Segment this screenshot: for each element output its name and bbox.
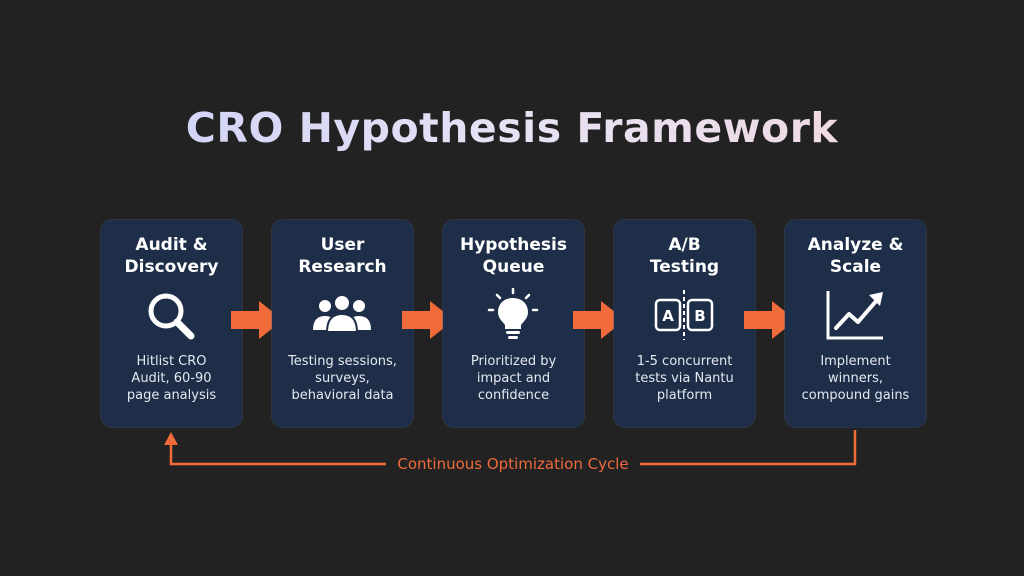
step-title: User Research	[298, 235, 387, 277]
arrow-right-icon	[400, 300, 456, 340]
growth-chart-icon	[825, 288, 885, 342]
cycle-label: Continuous Optimization Cycle	[386, 454, 640, 474]
ab-split-icon: A B	[654, 288, 714, 342]
arrow-right-icon	[742, 300, 798, 340]
step-title: A/B Testing	[649, 235, 720, 277]
step-title: Audit & Discovery	[124, 235, 219, 277]
magnifier-icon	[141, 288, 201, 342]
arrow-right-icon	[571, 300, 627, 340]
lightbulb-icon	[483, 288, 543, 342]
ab-label-a: A	[662, 307, 674, 325]
step-card-analyze-scale: Analyze & Scale Implement winners, compo…	[785, 220, 926, 427]
step-description: 1-5 concurrent tests via Nantu platform	[635, 354, 734, 403]
step-card-hypothesis-queue: Hypothesis Queue Prioritized by impact a…	[443, 220, 584, 427]
step-card-audit: Audit & Discovery Hitlist CRO Audit, 60-…	[101, 220, 242, 427]
page-title: CRO Hypothesis Framework	[0, 104, 1024, 152]
step-title: Analyze & Scale	[807, 235, 904, 277]
step-description: Hitlist CRO Audit, 60-90 page analysis	[126, 354, 217, 403]
step-card-user-research: User Research Testing sessions, surveys,…	[272, 220, 413, 427]
step-card-ab-testing: A/B Testing A B 1-5 concurrent tests via…	[614, 220, 755, 427]
ab-label-b: B	[694, 307, 705, 325]
step-description: Testing sessions, surveys, behavioral da…	[288, 354, 397, 403]
arrow-right-icon	[229, 300, 285, 340]
arrow-up-icon	[164, 432, 178, 445]
step-title: Hypothesis Queue	[460, 235, 567, 277]
step-description: Implement winners, compound gains	[801, 354, 910, 403]
users-group-icon	[312, 288, 372, 342]
step-description: Prioritized by impact and confidence	[470, 354, 557, 403]
